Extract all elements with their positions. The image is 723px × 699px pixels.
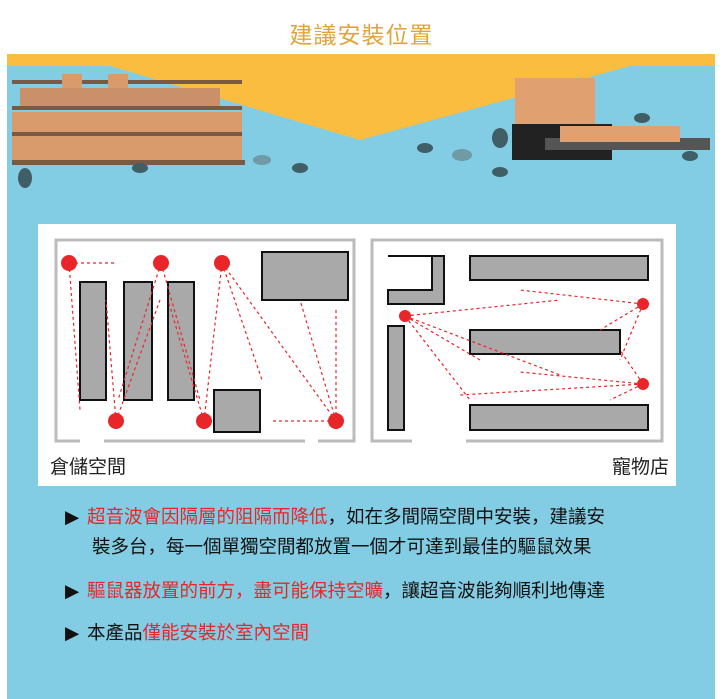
warehouse-diagram	[54, 238, 356, 443]
page-title: 建議安裝位置	[289, 23, 434, 49]
petshop-label: 寵物店	[612, 456, 670, 478]
ultrasonic-waves-right	[404, 289, 644, 401]
ultrasonic-waves-left	[68, 262, 337, 422]
triangle-bullet-icon: ▶	[65, 507, 80, 528]
bullet-1: ▶超音波會因隔層的阻隔而降低，如在多間隔空間中安裝，建議安 裝多台，每一個單獨空…	[65, 503, 605, 563]
rat-icons	[18, 113, 698, 188]
bullet-3: ▶本產品僅能安裝於室內空間	[65, 619, 309, 649]
petshop-diagram	[370, 238, 664, 443]
repeller-dots-left	[61, 255, 344, 429]
repeller-dots-right	[399, 298, 649, 390]
shelf-rack	[12, 74, 245, 165]
conveyor-illustration	[512, 78, 710, 160]
petshop-shelves	[387, 255, 649, 431]
triangle-bullet-icon: ▶	[65, 581, 80, 602]
diagram-panel: 倉儲空間 寵物店	[38, 224, 676, 486]
triangle-bullet-icon: ▶	[65, 623, 80, 644]
bullet-2: ▶驅鼠器放置的前方，盡可能保持空曠，讓超音波能夠順利地傳達	[65, 577, 605, 607]
warehouse-shelves	[79, 251, 349, 433]
warehouse-label: 倉儲空間	[50, 456, 127, 478]
warehouse-illustration	[7, 54, 715, 188]
